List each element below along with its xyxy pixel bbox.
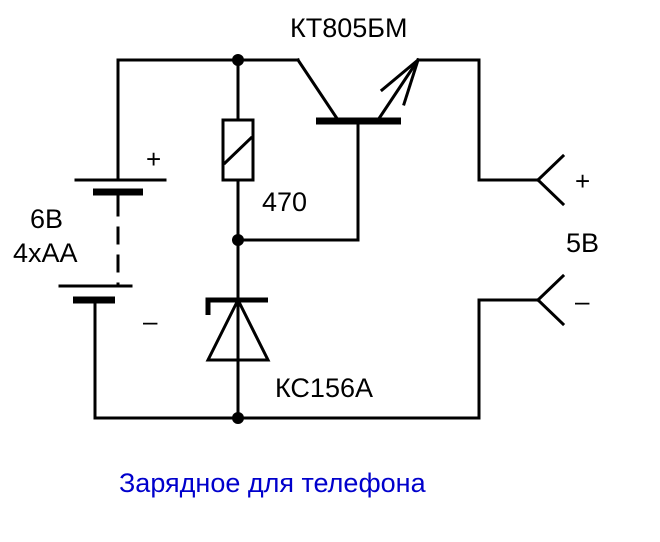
transistor-arrow-right: [402, 58, 420, 106]
terminal-plus-upper: [535, 153, 566, 183]
zener-diode: КС156А: [205, 238, 373, 420]
resistor-variable-slash: [222, 135, 254, 166]
terminal-minus-upper: [535, 273, 566, 303]
output-minus-terminal: –: [535, 273, 590, 327]
battery-minus-sign: –: [143, 306, 158, 336]
junction-dot-bottom: [232, 412, 244, 424]
battery: + – 6В 4xAA: [13, 58, 167, 420]
resistor: 470: [221, 58, 307, 242]
battery-voltage-label: 6В: [30, 204, 63, 234]
transistor-emitter: [375, 57, 421, 123]
output-voltage-label: 5В: [566, 228, 599, 258]
battery-type-label: 4xAA: [13, 238, 78, 268]
resistor-label: 470: [262, 187, 307, 217]
terminal-minus-lower: [535, 297, 566, 327]
diagram-caption: Зарядное для телефона: [119, 468, 427, 498]
output-plus-sign: +: [575, 166, 590, 196]
transistor: КТ805БМ: [290, 13, 421, 242]
zener-label: КС156А: [275, 373, 373, 403]
battery-plus-sign: +: [146, 144, 161, 174]
transistor-label: КТ805БМ: [290, 13, 407, 43]
transistor-collector: [295, 57, 341, 123]
terminal-plus-lower: [535, 177, 566, 207]
zener-triangle: [205, 296, 271, 362]
output-plus-terminal: +: [535, 153, 590, 207]
output-minus-sign: –: [575, 286, 590, 316]
transistor-arrow-left: [379, 57, 421, 93]
zener-cathode-bar: [205, 297, 268, 315]
